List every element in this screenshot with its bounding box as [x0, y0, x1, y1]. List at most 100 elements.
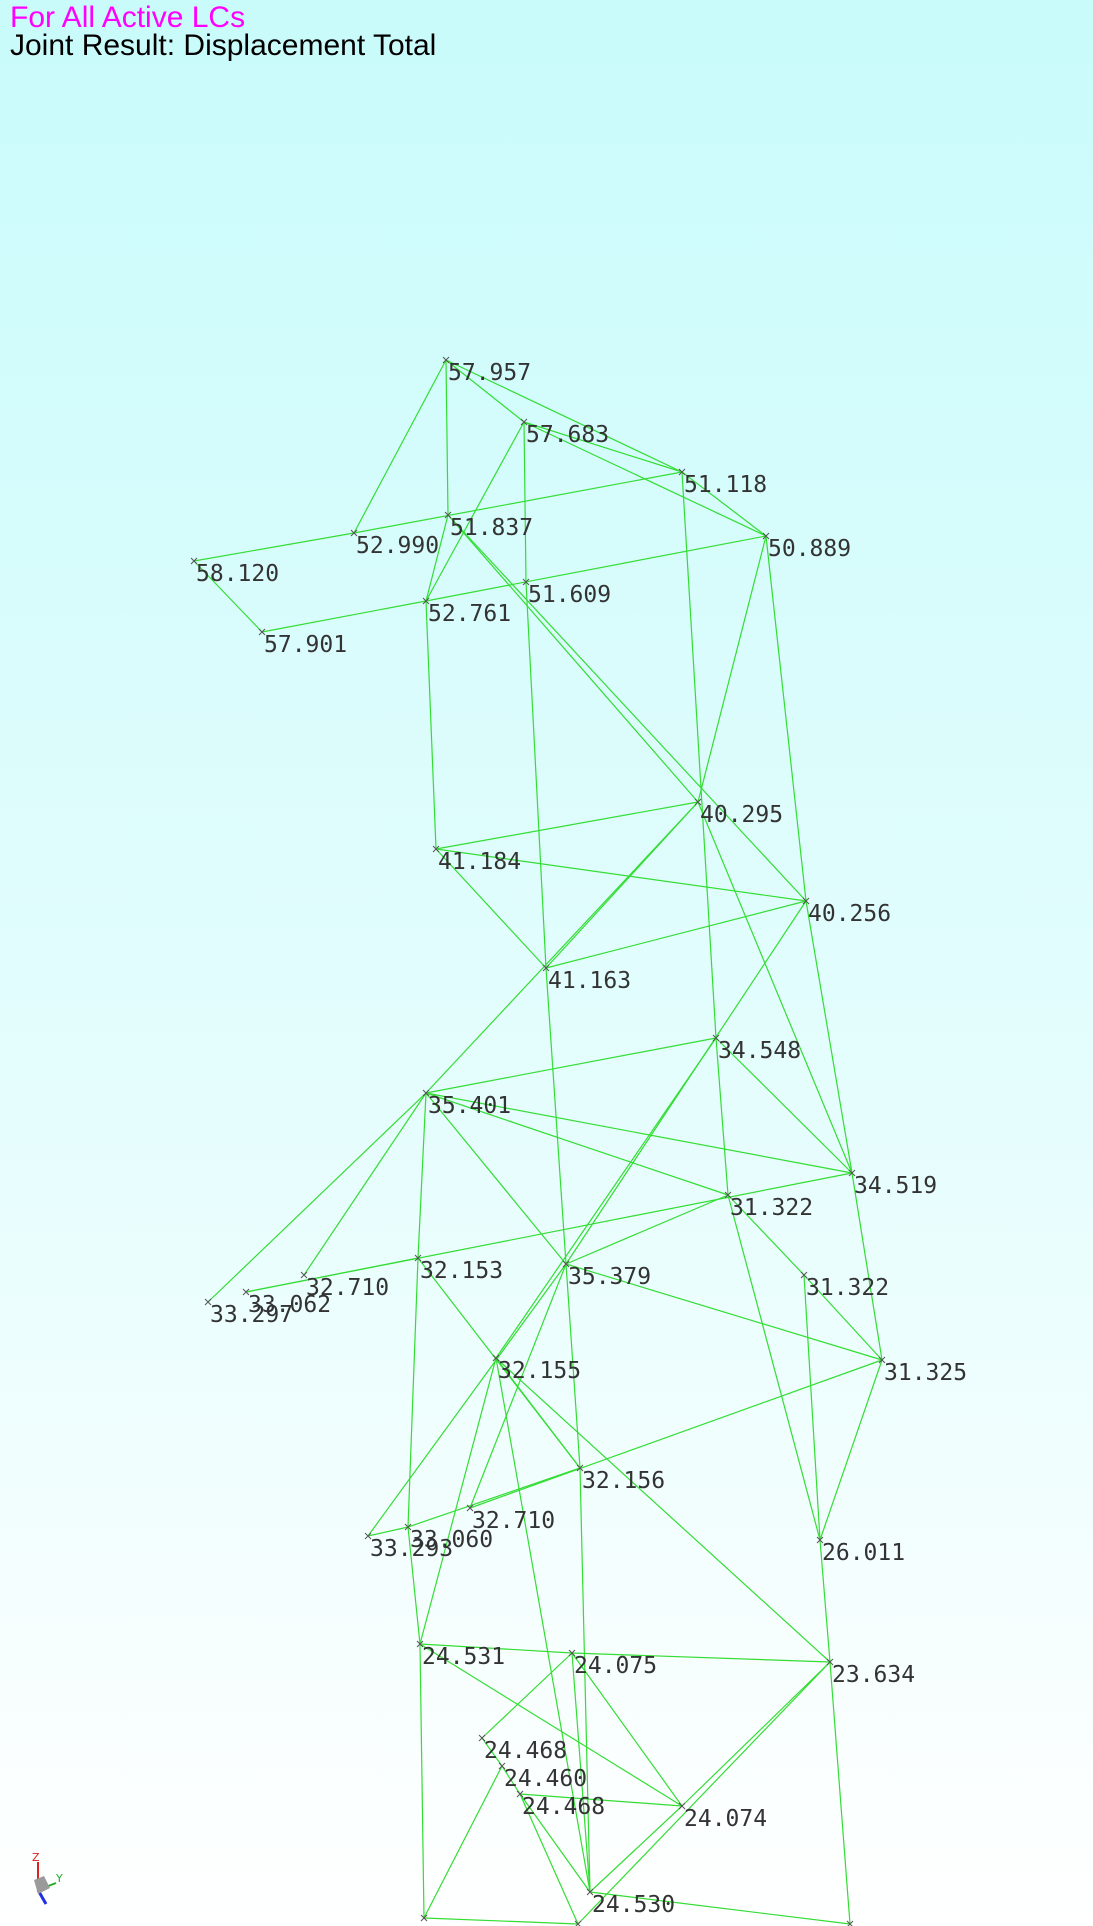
member-j4-j11[interactable]	[447, 514, 699, 803]
joint-j30[interactable]: 33.293	[364, 1532, 453, 1562]
joint-j42[interactable]	[846, 1920, 854, 1926]
member-j12-j13[interactable]	[435, 848, 807, 902]
member-j1-j4[interactable]	[445, 359, 449, 516]
member-j15-j16[interactable]	[425, 1037, 717, 1094]
member-j33-j34[interactable]	[571, 1652, 831, 1663]
member-j25-j39[interactable]	[495, 1357, 591, 1893]
member-j1-j3[interactable]	[445, 359, 683, 473]
member-j34-j38[interactable]	[681, 1661, 831, 1807]
member-j32-j38[interactable]	[419, 1643, 683, 1807]
member-j36-j40[interactable]	[423, 1765, 503, 1919]
member-j37-j41[interactable]	[519, 1793, 579, 1925]
member-j32-j40[interactable]	[419, 1643, 425, 1919]
member-j7-j10[interactable]	[193, 560, 263, 633]
member-j26-j31[interactable]	[819, 1359, 883, 1541]
joint-j18[interactable]: 31.322	[724, 1191, 813, 1221]
member-j19-j23[interactable]	[245, 1257, 419, 1293]
joint-j8[interactable]: 51.609	[522, 578, 611, 608]
member-j11-j17[interactable]	[697, 801, 853, 1174]
joint-j21[interactable]: 31.322	[800, 1271, 889, 1301]
member-j33-j38[interactable]	[571, 1652, 683, 1807]
member-j20-j27[interactable]	[565, 1263, 581, 1469]
member-j14-j13[interactable]	[545, 900, 807, 969]
member-j35-j36[interactable]	[481, 1737, 503, 1767]
joint-j23[interactable]: 33.062	[242, 1288, 331, 1318]
joint-j41[interactable]	[574, 1920, 582, 1926]
joint-j17[interactable]: 34.519	[848, 1169, 937, 1199]
joint-j15[interactable]: 34.548	[712, 1034, 801, 1064]
joint-j9[interactable]: 52.761	[422, 597, 511, 627]
joint-j34[interactable]: 23.634	[826, 1658, 915, 1688]
member-j16-j19[interactable]	[417, 1092, 427, 1259]
member-j3-j15[interactable]	[681, 471, 717, 1039]
member-j16-j24[interactable]	[207, 1092, 427, 1303]
joint-j1[interactable]: 57.957	[442, 356, 531, 386]
member-j1-j5[interactable]	[353, 359, 447, 534]
member-j16-j20[interactable]	[425, 1092, 567, 1265]
joint-j27[interactable]: 32.156	[576, 1464, 665, 1494]
joint-j20[interactable]: 35.379	[562, 1260, 651, 1290]
member-j18-j21[interactable]	[727, 1194, 805, 1276]
member-j27-j39[interactable]	[579, 1467, 591, 1893]
joint-j28[interactable]: 32.710	[466, 1504, 555, 1534]
member-j25-j27[interactable]	[495, 1357, 581, 1469]
joint-j29[interactable]: 33.060	[404, 1523, 493, 1553]
member-j21-j26[interactable]	[803, 1274, 883, 1361]
member-j20-j26[interactable]	[565, 1263, 883, 1361]
member-j8-j14[interactable]	[525, 581, 547, 969]
member-j2-j8[interactable]	[523, 421, 527, 583]
member-j3-j6[interactable]	[681, 471, 767, 537]
member-j9-j12[interactable]	[425, 600, 437, 850]
member-j18-j20[interactable]	[565, 1194, 729, 1265]
member-j25-j34[interactable]	[495, 1357, 831, 1663]
member-j15-j25[interactable]	[495, 1037, 717, 1359]
member-j31-j34[interactable]	[819, 1539, 831, 1663]
member-j34-j41[interactable]	[577, 1661, 831, 1925]
member-j14-j20[interactable]	[545, 967, 567, 1265]
member-j1-j2[interactable]	[445, 359, 525, 423]
member-j2-j9[interactable]	[425, 421, 525, 602]
member-j29-j32[interactable]	[407, 1526, 421, 1645]
member-j2-j3[interactable]	[523, 421, 683, 473]
member-j37-j39[interactable]	[519, 1793, 591, 1893]
joint-j25[interactable]: 32.155	[492, 1354, 581, 1384]
joint-j6[interactable]: 50.889	[762, 532, 851, 562]
joint-j39[interactable]: 24.530	[586, 1888, 675, 1918]
member-j10-j9[interactable]	[261, 600, 427, 633]
joint-j26[interactable]: 31.325	[878, 1356, 967, 1386]
member-j21-j31[interactable]	[803, 1274, 821, 1541]
joint-j22[interactable]: 32.710	[300, 1271, 389, 1301]
joint-j4[interactable]: 51.837	[444, 511, 533, 541]
member-j40-j41[interactable]	[423, 1917, 579, 1925]
member-j26-j28[interactable]	[469, 1359, 883, 1509]
joint-j12[interactable]: 41.184	[432, 845, 521, 875]
member-j16-j22[interactable]	[303, 1092, 427, 1276]
member-j33-j35[interactable]	[481, 1652, 573, 1739]
joint-j3[interactable]: 51.118	[678, 468, 767, 498]
member-j27-j29[interactable]	[407, 1467, 581, 1528]
member-j4-j13[interactable]	[447, 514, 807, 902]
member-j33-j39[interactable]	[571, 1652, 591, 1893]
joint-j19[interactable]: 32.153	[414, 1254, 503, 1284]
member-j17-j26[interactable]	[851, 1172, 883, 1361]
member-j6-j13[interactable]	[765, 535, 807, 902]
joint-j24[interactable]: 33.297	[204, 1298, 293, 1328]
member-j12-j14[interactable]	[435, 848, 547, 969]
joint-j36[interactable]: 24.460	[498, 1762, 587, 1792]
member-j11-j16[interactable]	[425, 801, 699, 1094]
joint-j14[interactable]: 41.163	[542, 964, 631, 994]
member-j18-j31[interactable]	[727, 1194, 821, 1541]
member-j19-j29[interactable]	[407, 1257, 419, 1528]
member-j36-j37[interactable]	[501, 1765, 521, 1795]
member-j34-j42[interactable]	[829, 1661, 851, 1925]
joint-j7[interactable]: 58.120	[190, 557, 279, 587]
joint-j11[interactable]: 40.295	[694, 798, 783, 828]
joint-j33[interactable]: 24.075	[568, 1649, 657, 1679]
joint-j37[interactable]: 24.468	[516, 1790, 605, 1820]
joint-j16[interactable]: 35.401	[422, 1089, 511, 1119]
joint-j31[interactable]: 26.011	[816, 1536, 905, 1566]
member-j15-j18[interactable]	[715, 1037, 729, 1196]
member-j38-j39[interactable]	[589, 1805, 683, 1893]
member-j9-j6[interactable]	[425, 535, 767, 602]
